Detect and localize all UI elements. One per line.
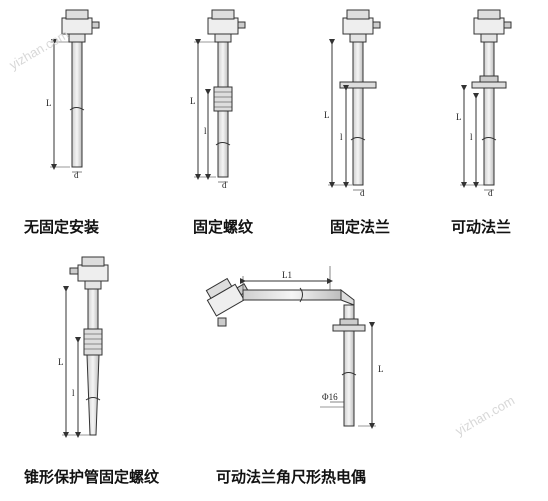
junction-head: [61, 9, 100, 43]
dimension-lines: [460, 85, 494, 191]
label-d: d: [488, 188, 493, 198]
figure-tapered-tube-fixed-thread: L l: [58, 256, 109, 438]
label-d: d: [74, 170, 79, 180]
figure-fixed-thread: L l d: [190, 9, 246, 190]
label-d: d: [360, 188, 365, 198]
caption-angle-thermocouple: 可动法兰角尺形热电偶: [216, 468, 367, 486]
label-L: L: [378, 364, 384, 374]
caption-no-fixing: 无固定安装: [24, 218, 100, 236]
horizontal-tube: [242, 289, 342, 301]
junction-head: [69, 256, 109, 290]
tapered-tube: [86, 354, 100, 436]
label-d: d: [222, 180, 227, 190]
label-L: L: [456, 112, 462, 122]
vertical-tube: [343, 330, 355, 427]
label-l: l: [470, 132, 473, 142]
caption-movable-flange: 可动法兰: [451, 218, 512, 236]
caption-fixed-thread: 固定螺纹: [193, 218, 254, 236]
label-L: L: [324, 110, 330, 120]
junction-head: [207, 9, 246, 43]
label-L: L: [190, 96, 196, 106]
fixed-flange: [339, 81, 377, 89]
protection-tube: [483, 87, 495, 186]
label-phi16: Φ16: [322, 392, 338, 402]
figure-fixed-flange: L l d: [324, 9, 381, 198]
caption-fixed-flange: 固定法兰: [330, 218, 391, 236]
caption-tapered-tube: 锥形保护管固定螺纹: [24, 468, 160, 486]
figure-movable-flange: L l d: [456, 9, 512, 198]
protection-tube: [352, 87, 364, 186]
label-L: L: [58, 357, 64, 367]
dimension-lines: [62, 286, 90, 438]
protection-tube: [71, 41, 83, 168]
dimension-lines: [194, 39, 228, 183]
movable-flange: [332, 324, 366, 332]
dimension-lines: [240, 266, 376, 429]
figure-no-fixing: L d: [46, 9, 100, 180]
junction-head: [205, 277, 249, 317]
label-l: l: [204, 126, 207, 136]
label-l: l: [72, 388, 75, 398]
label-l: l: [340, 132, 343, 142]
thread-fitting: [213, 86, 233, 112]
movable-flange: [471, 81, 507, 89]
protection-tube: [217, 110, 229, 178]
elbow: [340, 288, 355, 306]
label-L: L: [46, 98, 52, 108]
figure-movable-flange-angle-thermocouple: L1 L Φ16: [205, 266, 384, 429]
junction-head: [473, 9, 512, 43]
junction-head: [342, 9, 381, 43]
thread-fitting: [83, 328, 103, 356]
dimension-lines: [50, 39, 82, 173]
label-L1: L1: [282, 270, 292, 280]
dimension-lines: [328, 39, 363, 191]
